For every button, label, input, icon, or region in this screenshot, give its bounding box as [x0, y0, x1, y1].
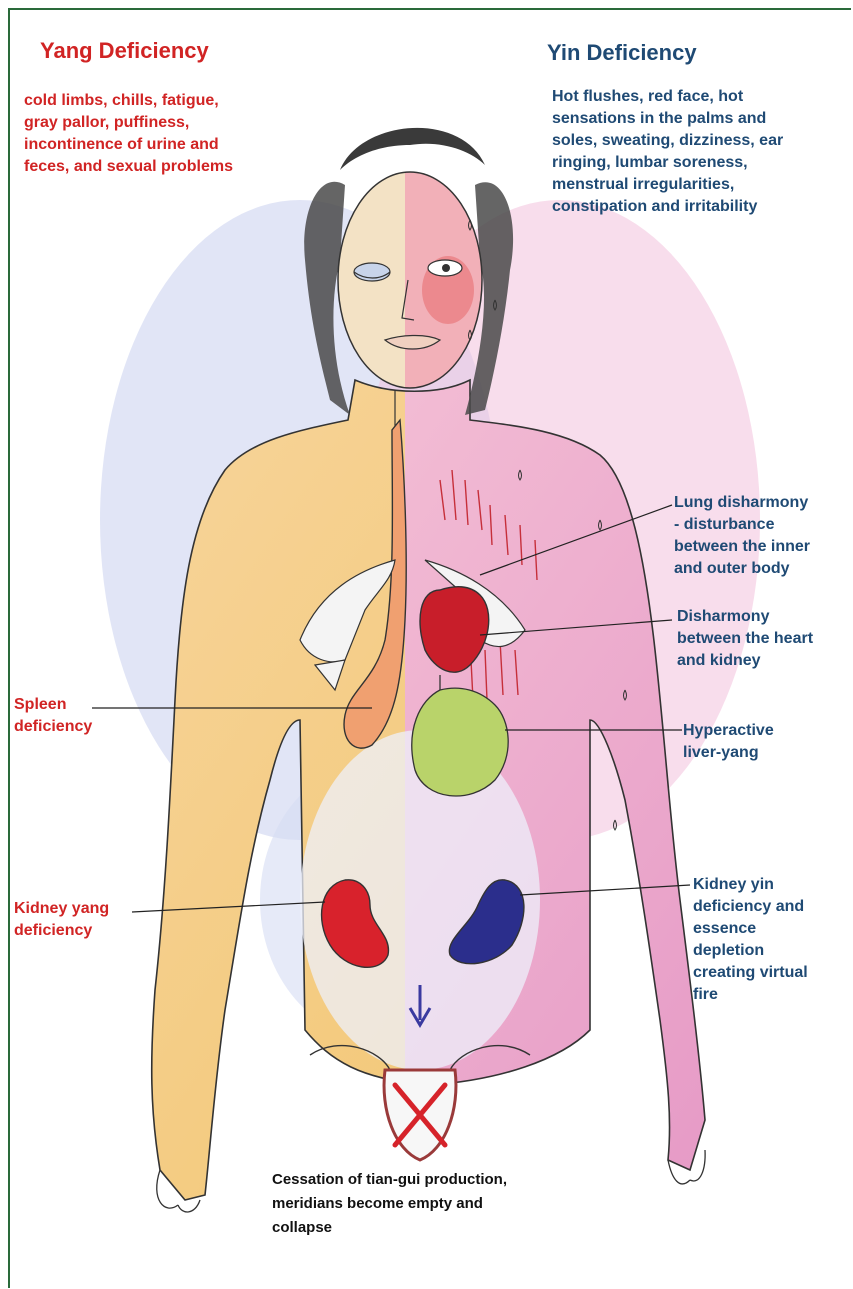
heart-kidney-disharmony-label: Disharmony between the heart and kidney — [677, 606, 813, 672]
spleen-deficiency-label: Spleen deficiency — [14, 694, 92, 738]
yang-deficiency-title: Yang Deficiency — [40, 38, 209, 64]
lung-disharmony-label: Lung disharmony - disturbance between th… — [674, 492, 810, 580]
hyperactive-liver-yang-label: Hyperactive liver-yang — [683, 720, 774, 764]
yang-deficiency-symptoms: cold limbs, chills, fatigue, gray pallor… — [24, 90, 233, 178]
kidney-yang-deficiency-label: Kidney yang deficiency — [14, 898, 109, 942]
yin-deficiency-symptoms: Hot flushes, red face, hot sensations in… — [552, 86, 783, 218]
yin-deficiency-title: Yin Deficiency — [547, 40, 697, 66]
kidney-yin-deficiency-label: Kidney yin deficiency and essence deplet… — [693, 874, 808, 1006]
tian-gui-cessation-label: Cessation of tian-gui production, meridi… — [272, 1168, 507, 1240]
